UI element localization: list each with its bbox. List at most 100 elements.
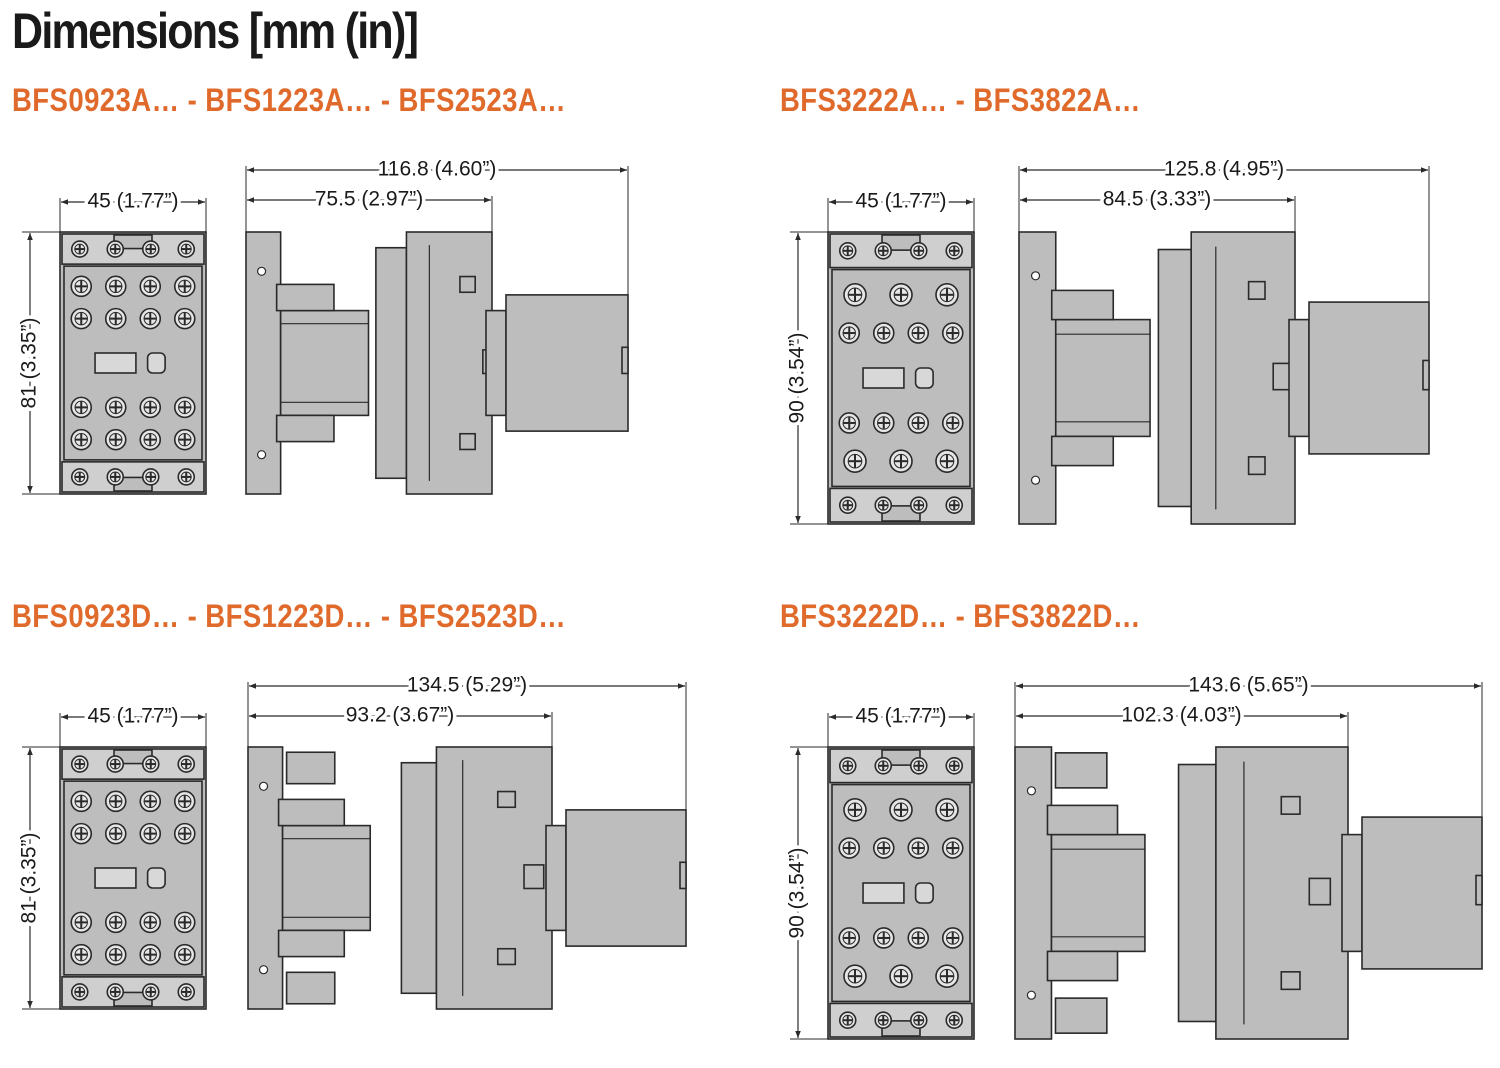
terminal-screw-icon [874, 241, 893, 260]
lower-clip [275, 414, 335, 443]
dimension-panel-2: 45 (1.77”)81 (3.35”)134.5 (5.29”)93.2 (3… [14, 670, 687, 1010]
aux-latch [1308, 877, 1332, 906]
mount-hole-icon [256, 450, 267, 460]
front-height-dimension-label: 81 (3.35”) [18, 317, 41, 408]
terminal-screw-icon [104, 822, 127, 845]
terminal-screw-icon [889, 798, 913, 822]
body-depth-dimension-label: 102.3 (4.03”) [1121, 704, 1241, 727]
coil-collar [485, 309, 507, 417]
terminal-screw-icon [139, 790, 162, 813]
front-view [59, 231, 207, 495]
side-view [1018, 231, 1430, 525]
terminal-screw-icon [177, 468, 196, 486]
dimension-panel-0: 45 (1.77”)81 (3.35”)116.8 (4.60”)75.5 (2… [14, 154, 629, 495]
terminal-screw-icon [945, 496, 964, 515]
upper-clip [277, 798, 346, 827]
dimension-panel-3: 45 (1.77”)90 (3.54”)143.6 (5.65”)102.3 (… [782, 670, 1483, 1040]
lower-clip [1050, 435, 1115, 467]
front-view [59, 746, 207, 1010]
terminal-screw-icon [104, 790, 127, 813]
terminal-screw-icon [909, 756, 928, 775]
terminal-screw-icon [104, 911, 127, 934]
terminal-screw-icon [843, 449, 867, 473]
terminal-screw-icon [70, 822, 93, 845]
upper-clip [1050, 289, 1115, 321]
coil-housing [1361, 816, 1483, 970]
indicator-window [862, 367, 905, 389]
terminal-screw-icon [141, 468, 160, 486]
terminal-screw-icon [872, 837, 895, 859]
coil-tab [1422, 359, 1430, 391]
terminal-screw-icon [106, 468, 125, 486]
mount-hole-icon [1026, 990, 1037, 1000]
front-width-dimension-label: 45 (1.77”) [87, 705, 178, 728]
terminal-screw-icon [70, 428, 93, 451]
terminal-screw-icon [907, 412, 930, 434]
overall-depth-dimension-label: 116.8 (4.60”) [378, 158, 497, 181]
terminal-screw-icon [173, 911, 196, 934]
coil-collar [1288, 318, 1310, 438]
terminal-screw-icon [838, 756, 857, 775]
coil-collar [545, 824, 567, 932]
indicator-window [94, 352, 137, 374]
terminal-screw-icon [907, 322, 930, 344]
page-title: Dimensions [mm (in)] [12, 3, 419, 59]
aux-latch [523, 864, 545, 890]
terminal-screw-icon [945, 241, 964, 260]
terminal-screw-icon [173, 275, 196, 298]
terminal-screw-icon [935, 449, 959, 473]
lower-slot [459, 432, 477, 451]
terminal-screw-icon [941, 837, 964, 859]
terminal-screw-icon [872, 322, 895, 344]
terminal-screw-icon [889, 449, 913, 473]
terminal-screw-icon [889, 964, 913, 988]
din-rail-mount [1014, 746, 1053, 1040]
terminal-screw-icon [173, 943, 196, 966]
main-body [405, 231, 493, 495]
lower-slot [1280, 971, 1301, 991]
upper-terminal-block [285, 751, 336, 785]
terminal-screw-icon [838, 412, 861, 434]
front-width-dimension-label: 45 (1.77”) [855, 705, 946, 728]
terminal-screw-icon [139, 428, 162, 451]
terminal-screw-icon [70, 943, 93, 966]
terminal-screw-icon [843, 283, 867, 307]
coil-housing [565, 809, 687, 947]
terminal-screw-icon [177, 240, 196, 258]
terminal-screw-icon [70, 275, 93, 298]
mount-hole-icon [1030, 475, 1041, 485]
din-rail-mount [247, 746, 284, 1010]
mount-hole-icon [1030, 271, 1041, 281]
terminal-screw-icon [106, 983, 125, 1001]
terminal-screw-icon [173, 822, 196, 845]
body-step [375, 246, 408, 480]
body-depth-dimension-label: 84.5 (3.33”) [1103, 188, 1212, 211]
mount-hole-icon [258, 965, 269, 975]
terminal-screw-icon [139, 396, 162, 419]
lower-slot [496, 947, 517, 966]
terminal-screw-icon [909, 1011, 928, 1030]
terminal-screw-icon [106, 755, 125, 773]
terminal-screw-icon [177, 983, 196, 1001]
side-view [247, 746, 687, 1010]
upper-slot [496, 790, 517, 809]
upper-terminal-block [1054, 752, 1108, 789]
terminal-screw-icon [139, 275, 162, 298]
terminal-screw-icon [838, 1011, 857, 1030]
terminal-screw-icon [838, 496, 857, 515]
body-step [400, 761, 438, 995]
terminal-screw-icon [139, 943, 162, 966]
indicator-window [94, 867, 137, 889]
upper-clip [1046, 804, 1119, 836]
terminal-screw-icon [838, 241, 857, 260]
coil-tab [679, 861, 687, 890]
section-title-bfs0923a: BFS0923A… - BFS1223A… - BFS2523A… [12, 82, 567, 118]
coil-collar [1341, 833, 1363, 953]
terminal-screw-icon [909, 241, 928, 260]
coil-tab [621, 346, 629, 375]
mount-hole-icon [258, 781, 269, 791]
upper-slot [1247, 280, 1266, 300]
terminal-screw-icon [935, 798, 959, 822]
terminal-screw-icon [907, 927, 930, 949]
